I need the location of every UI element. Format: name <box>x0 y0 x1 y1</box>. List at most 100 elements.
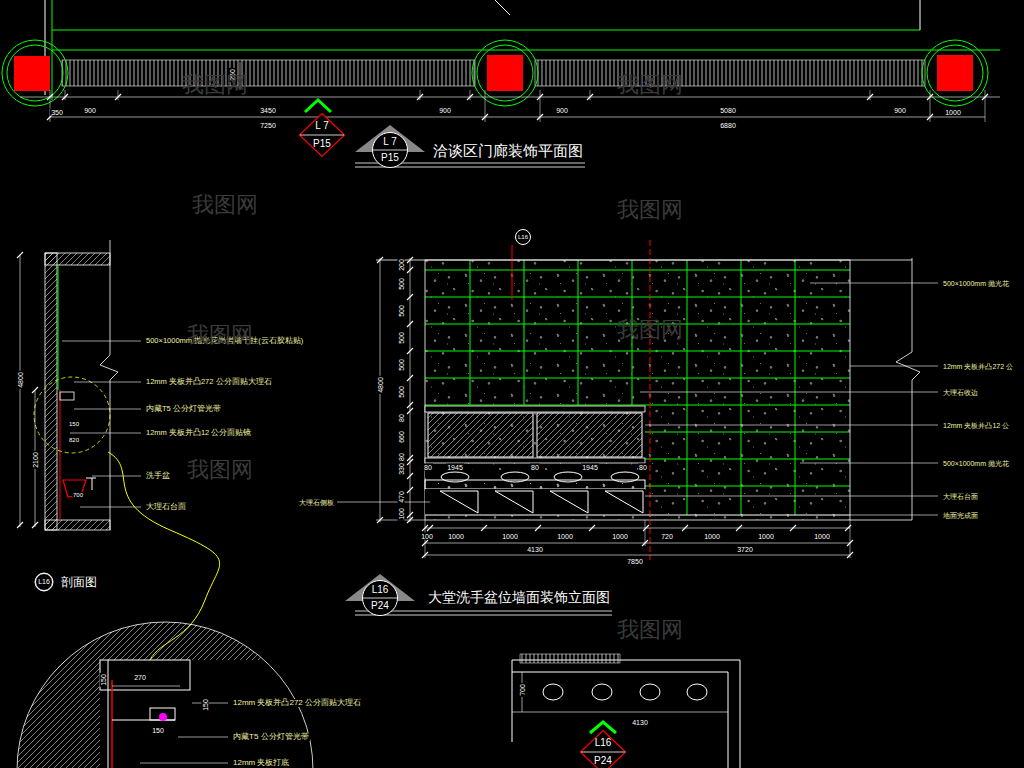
elevation-wall-part <box>425 555 850 556</box>
section-symbol: L 7P15 <box>299 113 345 157</box>
diamond-outline <box>300 114 345 157</box>
dimension-text: 1000 <box>611 533 629 540</box>
watermark: 我图网 <box>187 324 253 346</box>
elevation-wall-part <box>425 260 850 515</box>
plan-corridor-part <box>7 45 63 101</box>
plan-corridor-part <box>937 55 973 91</box>
symbol-text: L16 <box>38 578 50 585</box>
section-view-part <box>20 255 21 527</box>
symbol-divider <box>373 150 407 151</box>
section-view-part <box>62 341 141 507</box>
plan-corridor-part <box>20 97 1000 98</box>
drawing-title: 剖面图 <box>60 576 98 588</box>
elevation-wall-part <box>512 245 513 300</box>
annotation-text: 12mm 夹板并凸272 公分面贴大理石 <box>232 699 362 707</box>
symbol-text: P15 <box>381 153 399 164</box>
symbol-divider <box>300 135 344 136</box>
elevation-wall-part <box>337 283 938 515</box>
circle-outline <box>36 574 53 591</box>
drawing-title: 洽谈区门廊装饰平面图 <box>432 143 584 158</box>
elevation-wall-part <box>425 470 645 478</box>
watermark: 我图网 <box>182 74 248 96</box>
dimension-text: 1000 <box>757 533 775 540</box>
circle-outline <box>373 133 408 168</box>
plan-corridor-part <box>472 40 538 106</box>
section-view-part <box>100 240 118 530</box>
detail-enlargement-part <box>17 622 313 768</box>
annotation-text: 大理石收边 <box>942 389 979 396</box>
dimension-text: 1000 <box>813 533 831 540</box>
elevation-wall-part <box>537 413 642 457</box>
symbol-text: P15 <box>313 139 331 150</box>
dimension-text: 500 <box>398 385 405 399</box>
elevation-wall-part <box>355 611 612 612</box>
dimension-text: 900 <box>555 107 569 114</box>
plan-corridor-part <box>927 45 983 101</box>
elevation-wall-part <box>425 515 850 516</box>
elevation-wall-part <box>425 458 645 463</box>
elevation-wall-part <box>425 406 645 412</box>
elevation-wall-part <box>425 480 645 489</box>
dimension-text: 1000 <box>703 533 721 540</box>
dimension-text: 270 <box>133 674 147 681</box>
detail-enlargement-part <box>108 660 109 768</box>
dimension-text: 3450 <box>259 107 277 114</box>
basin-plan <box>512 654 740 768</box>
elevation-wall-part <box>650 240 651 560</box>
dimension-text: 6880 <box>719 122 737 129</box>
annotation-text: 大理石台面 <box>145 503 187 511</box>
index-circle: L16P24 <box>362 580 398 616</box>
dimension-text: 700 <box>519 683 526 697</box>
symbol-text: L16 <box>595 738 612 749</box>
circle-outline <box>363 581 398 616</box>
basin-plan-part <box>592 684 612 700</box>
section-symbol: L16P24 <box>580 730 626 768</box>
plan-corridor-part <box>920 0 921 30</box>
annotation-text: 地面完成面 <box>942 512 979 519</box>
annotation-text: 内藏T5 公分灯管光带 <box>232 733 310 741</box>
elevation-wall <box>337 240 938 615</box>
dimension-text: 150 <box>202 698 209 712</box>
dimension-text: 1000 <box>556 533 574 540</box>
diamond-outline <box>299 113 345 157</box>
elevation-wall-part <box>355 615 612 616</box>
plan-corridor-part <box>495 0 510 15</box>
watermark: 我图网 <box>617 199 683 221</box>
symbol-text: P24 <box>594 756 612 767</box>
dimension-text: 80 <box>638 464 648 471</box>
dimension-text: 1000 <box>447 533 465 540</box>
drawing-title: 大堂洗手盆位墙面装饰立面图 <box>427 590 611 604</box>
plan-corridor-part <box>305 100 331 112</box>
dimension-text: 2100 <box>32 451 39 469</box>
elevation-wall-part <box>376 260 912 261</box>
detail-enlargement <box>0 600 320 768</box>
dimension-text: 500 <box>398 331 405 345</box>
detail-enlargement-part <box>100 660 190 690</box>
watermark: 我图网 <box>617 319 683 341</box>
elevation-wall-part <box>850 258 920 520</box>
dimension-text: 100 <box>398 507 405 521</box>
basin-plan-part <box>520 654 620 663</box>
elevation-wall-part <box>377 257 413 523</box>
dimension-text: 5080 <box>719 107 737 114</box>
dimension-text: 330 <box>398 462 405 476</box>
elevation-wall-part <box>440 491 478 513</box>
annotation-text: 500×1000mm 抛光花 <box>942 280 1010 287</box>
detail-enlargement-part <box>111 680 113 768</box>
section-view-part <box>60 392 74 400</box>
dimension-text: 1945 <box>581 464 599 471</box>
dimension-text: 7250 <box>259 122 277 129</box>
dimension-text: 1945 <box>446 464 464 471</box>
dimension-text: 720 <box>660 533 674 540</box>
section-view-part <box>34 377 110 453</box>
dimension-text: 470 <box>398 490 405 504</box>
watermark: 我图网 <box>187 459 253 481</box>
annotation-text: 12mm 夹板并凸12 公分面贴镜 <box>145 429 252 437</box>
section-view <box>17 240 220 660</box>
symbol-text: L16 <box>518 234 528 240</box>
dimension-text: 4800 <box>377 376 384 394</box>
elevation-wall-part <box>425 489 645 515</box>
plan-corridor-part <box>922 40 988 106</box>
elevation-wall-part <box>425 543 850 544</box>
